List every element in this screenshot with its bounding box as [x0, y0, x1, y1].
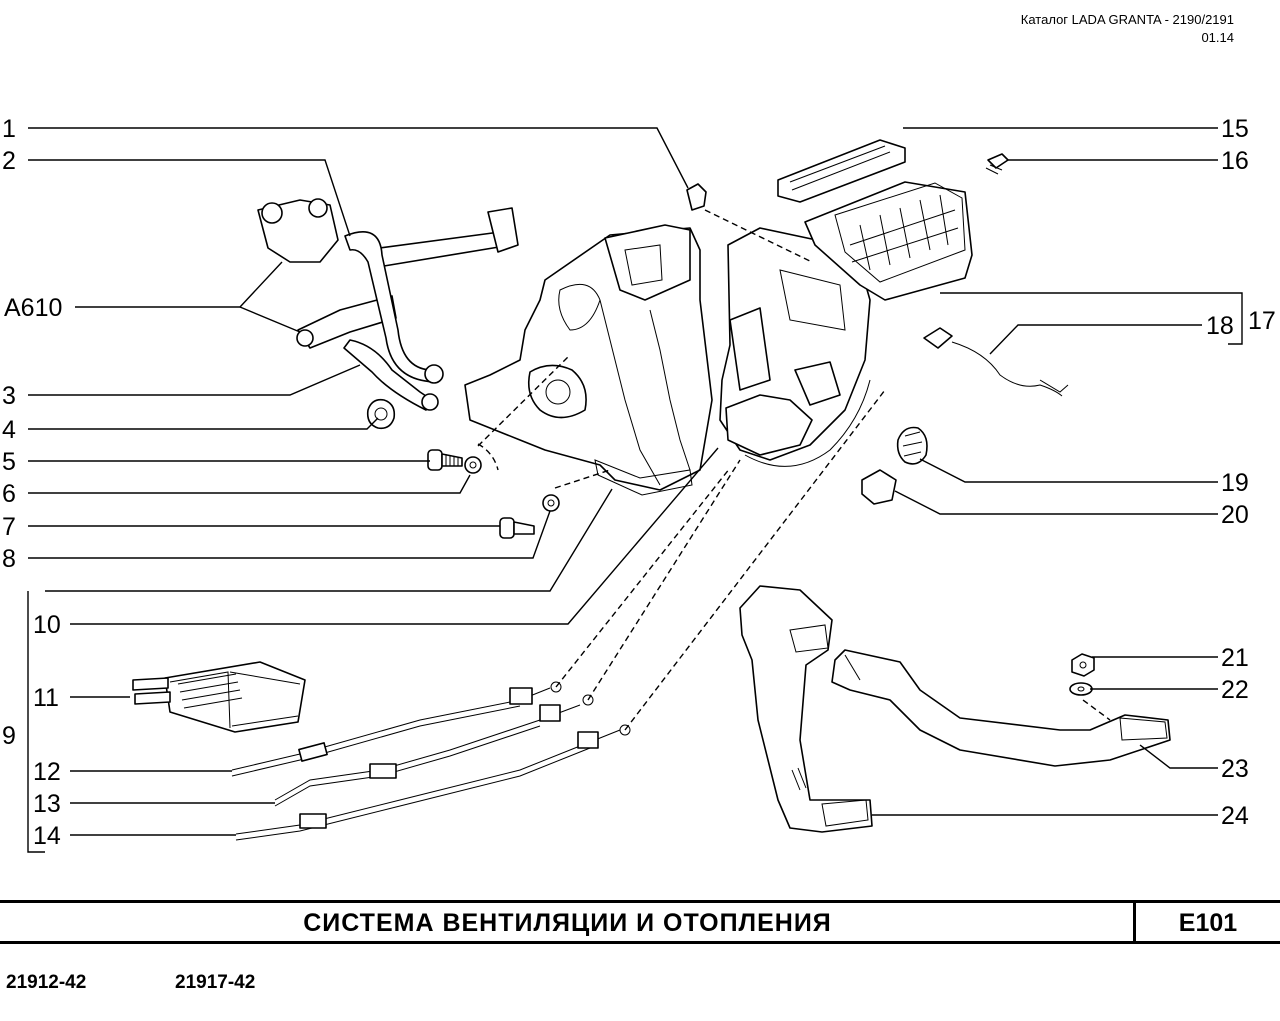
callout-14: 14: [33, 822, 61, 850]
callout-21: 21: [1221, 644, 1249, 672]
sensor-18: [923, 327, 1069, 397]
thermostat-and-hoses: [257, 198, 519, 411]
section-code: E101: [1178, 909, 1238, 937]
callout-2: 2: [2, 147, 16, 175]
model-number-b: 21917-42: [175, 972, 256, 993]
callout-4: 4: [2, 416, 16, 444]
callout-labels: 1 2 A610 3 4 5 6 7 8 9 10 11 12 13 14 15…: [2, 115, 1276, 850]
callout-6: 6: [2, 480, 16, 508]
callout-1: 1: [2, 115, 16, 143]
screw-7-washer-8: [499, 494, 560, 539]
heater-housing: [464, 224, 713, 496]
callout-16: 16: [1221, 147, 1249, 175]
callout-24: 24: [1221, 802, 1249, 830]
assembly-arrows: [477, 209, 1111, 731]
callout-5: 5: [2, 448, 16, 476]
callout-10: 10: [33, 611, 61, 639]
callout-7: 7: [2, 513, 16, 541]
callout-9: 9: [2, 722, 16, 750]
air-filter-housing: [777, 139, 973, 301]
callout-3: 3: [2, 382, 16, 410]
callout-23: 23: [1221, 755, 1249, 783]
callout-13: 13: [33, 790, 61, 818]
retainer-1: [686, 183, 707, 211]
callout-8: 8: [2, 545, 16, 573]
catalog-header: Каталог LADA GRANTA - 2190/2191: [1020, 12, 1234, 27]
title-bar: СИСТЕМА ВЕНТИЛЯЦИИ И ОТОПЛЕНИЯ E101: [0, 900, 1280, 944]
callout-12: 12: [33, 758, 61, 786]
callout-22: 22: [1221, 676, 1249, 704]
model-number-a: 21912-42: [6, 972, 87, 993]
cables-12-13-14: [231, 681, 631, 841]
callout-a610: A610: [4, 294, 62, 322]
callout-15: 15: [1221, 115, 1249, 143]
duct-24: [739, 585, 873, 833]
blower-housing: [719, 227, 871, 467]
heater-core-11: [132, 661, 306, 733]
callout-18: 18: [1206, 312, 1234, 340]
callout-11: 11: [33, 684, 59, 712]
leader-lines: [27, 127, 1243, 853]
title-divider: [1133, 903, 1136, 941]
page-title: СИСТЕМА ВЕНТИЛЯЦИИ И ОТОПЛЕНИЯ: [303, 909, 832, 937]
callout-17: 17: [1248, 307, 1276, 335]
callout-20: 20: [1221, 501, 1249, 529]
catalog-date: 01.14: [1201, 30, 1234, 45]
callout-19: 19: [1221, 469, 1249, 497]
nut-21-washer-22: [1069, 653, 1095, 696]
duct-23: [831, 649, 1171, 767]
knobs-19-20: [861, 426, 928, 505]
screw-5-washer-6: [427, 449, 482, 474]
screw-16: [985, 153, 1009, 175]
